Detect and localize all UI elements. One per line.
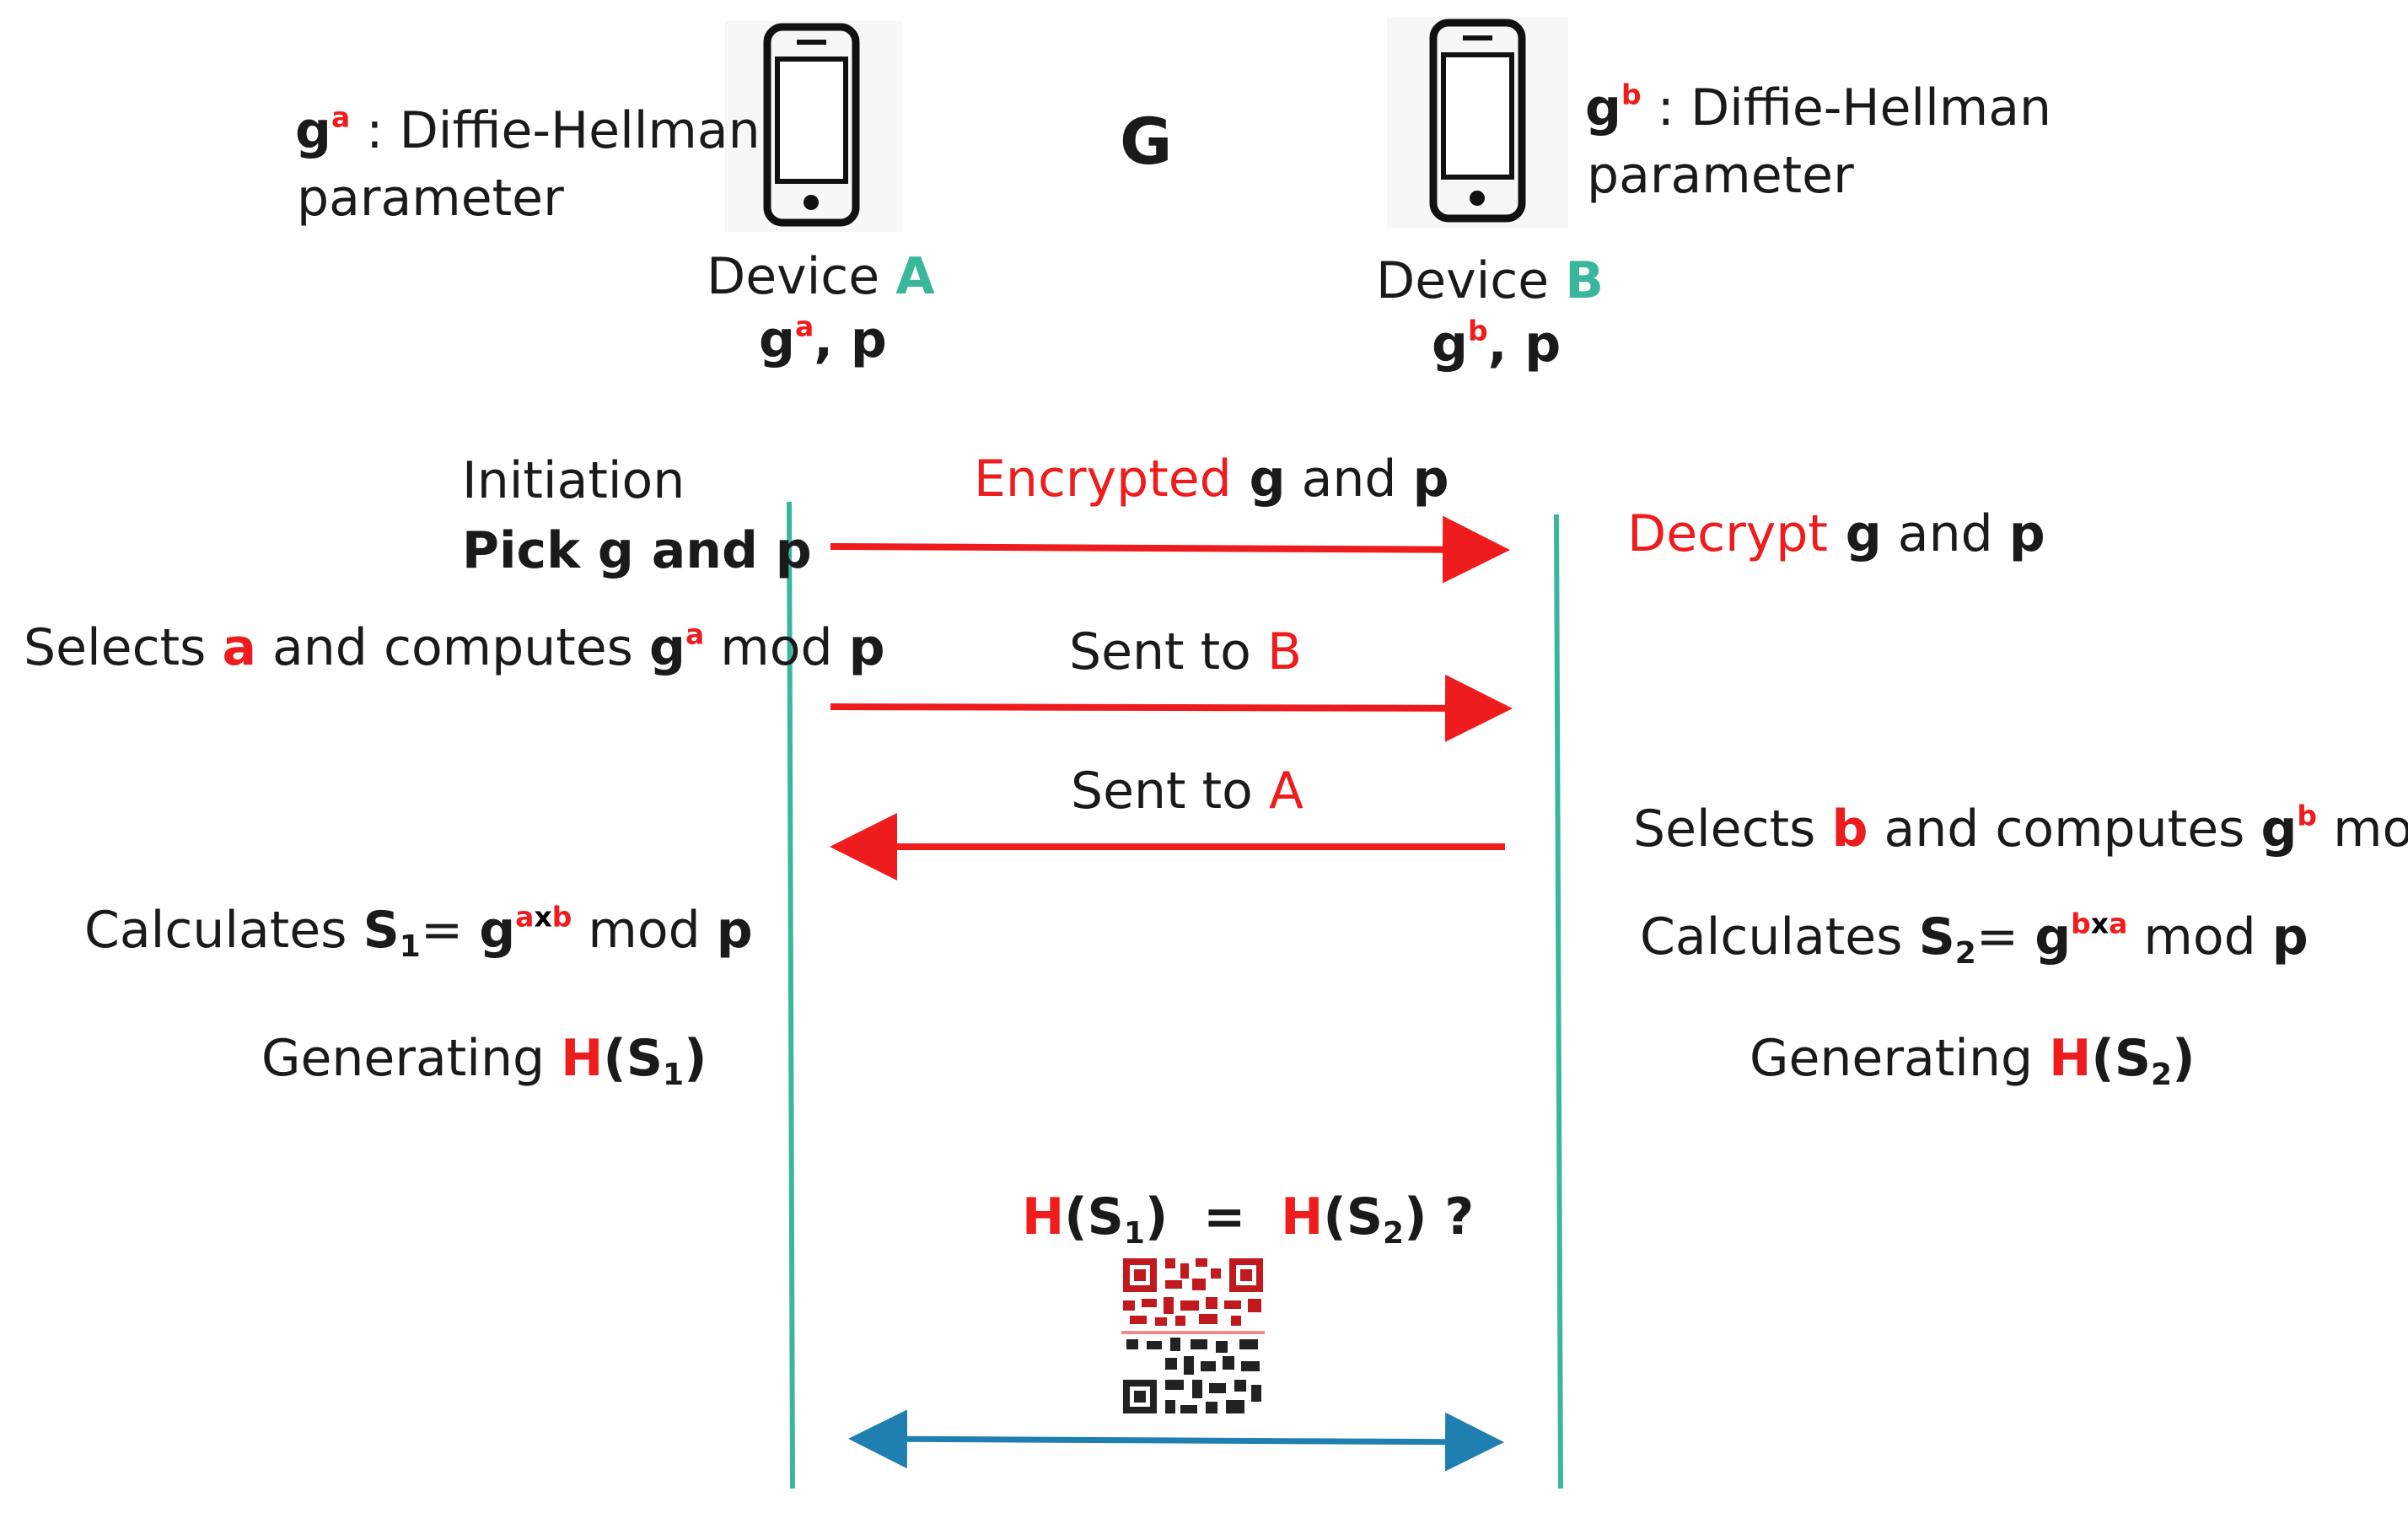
- param-label-right-line2: parameter: [1587, 146, 1854, 205]
- right-decrypt-step: Decrypt g and p: [1627, 504, 2045, 563]
- device-b-params: gb, p: [1432, 314, 1561, 374]
- param-label-left: ga : Diffie-Hellman: [295, 100, 761, 160]
- device-a-params: ga, p: [759, 310, 887, 369]
- device-a-label: Device A: [707, 247, 935, 306]
- pick-g-and-p-label: Pick g and p: [462, 521, 812, 580]
- param-label-left-line2: parameter: [297, 169, 564, 228]
- right-selects-step: Selects b and computes gb mod p: [1633, 799, 2408, 859]
- qr-code-icon: [1121, 1258, 1265, 1413]
- msg-sent-to-b: Sent to B: [1069, 622, 1303, 681]
- right-generating-hash: Generating H(S2): [1750, 1029, 2196, 1092]
- msg-encrypted-g-and-p: Encrypted g and p: [974, 450, 1449, 509]
- lifeline-device-a: [787, 501, 795, 1489]
- msg-sent-to-a: Sent to A: [1071, 762, 1303, 821]
- arrow-sent-to-b: [830, 674, 1513, 742]
- left-selects-step: Selects a and computes ga mod p: [24, 617, 885, 677]
- arrow-encrypted-to-b: [830, 515, 1510, 584]
- left-generating-hash: Generating H(S1): [261, 1029, 707, 1092]
- arrow-compare-bidirectional: [848, 1409, 1504, 1472]
- phone-icon-device-a: [725, 21, 902, 232]
- lifeline-device-b: [1554, 514, 1563, 1489]
- initiation-label: Initiation: [462, 451, 685, 510]
- left-calc-step: Calculates S1= gaxb mod p: [84, 900, 753, 964]
- device-b-label: Device B: [1376, 251, 1604, 310]
- hash-comparison: H(S1) = H(S2) ?: [1022, 1187, 1475, 1251]
- group-label: G: [1120, 104, 1173, 179]
- phone-icon-device-b: [1387, 17, 1568, 228]
- param-label-right: gb : Diffie-Hellman: [1585, 78, 2052, 137]
- right-calc-step: Calculates S2= gbxa mod p: [1640, 907, 2309, 971]
